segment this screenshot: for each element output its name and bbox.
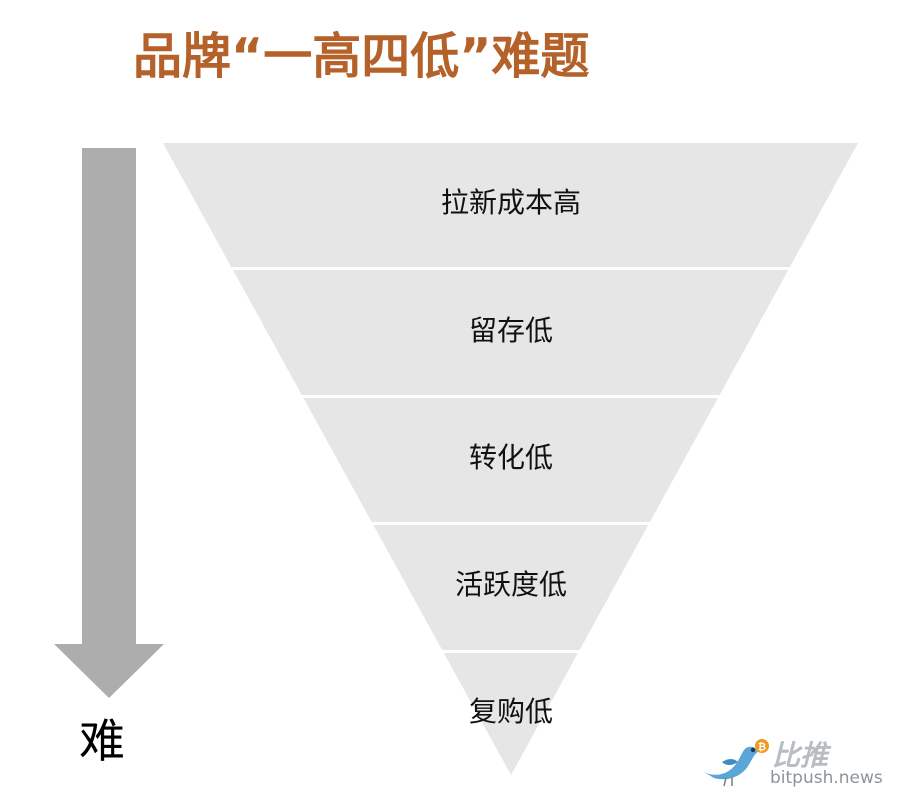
funnel-level-2: 留存低 [468,314,553,347]
diagram-title: 品牌“一高四低”难题 [133,28,590,85]
watermark: ₿ 比推 bitpush.news [700,732,890,792]
watermark-brand-cn: 比推 [772,739,829,772]
down-arrow [54,148,164,700]
arrow-shaft [82,148,136,644]
funnel-body [163,143,858,775]
svg-text:₿: ₿ [758,741,766,753]
funnel-level-5: 复购低 [468,695,553,728]
watermark-brand-en: bitpush.news [770,768,883,788]
funnel-level-4: 活跃度低 [454,568,567,601]
bird-bitcoin-logo-icon: ₿ [704,739,769,787]
arrow-head [54,644,164,698]
funnel-level-1: 拉新成本高 [440,186,581,219]
funnel-level-3: 转化低 [468,441,553,474]
difficulty-label: 难 [79,714,125,768]
